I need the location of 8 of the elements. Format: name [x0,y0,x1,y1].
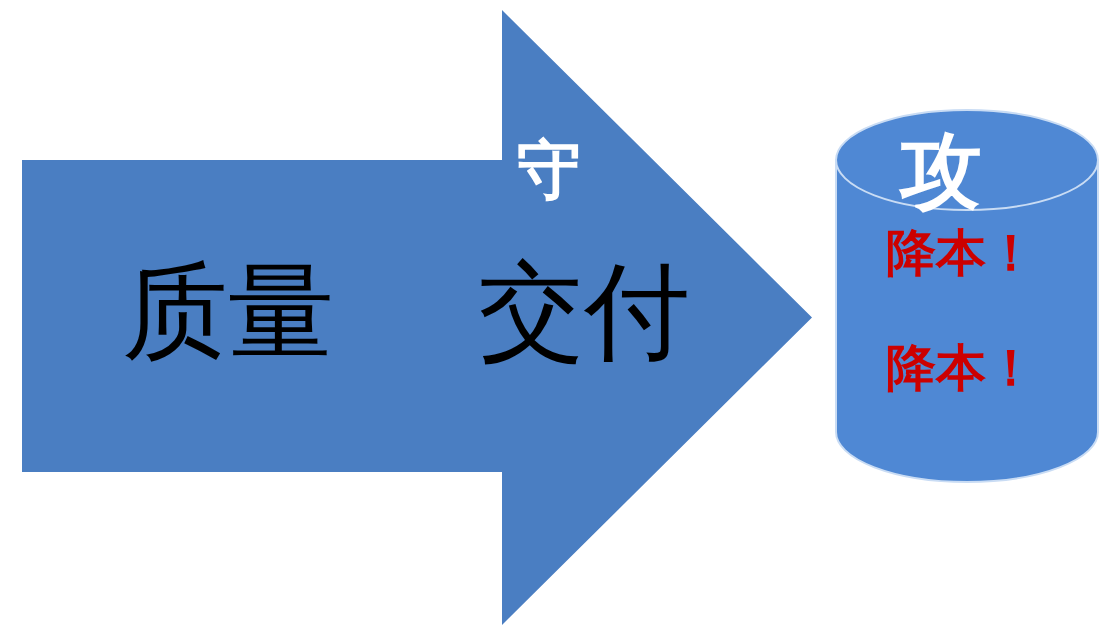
shape-label: 攻 [900,130,982,212]
shape-label: 交付 [478,260,690,366]
arrow-shape [22,10,812,625]
shape-label: 质量 [122,260,334,366]
shape-label: 守 [517,138,581,202]
shape-label: 降本！ [886,343,1036,393]
cylinder-shape [834,108,1100,484]
shape-label: 降本！ [886,228,1036,278]
